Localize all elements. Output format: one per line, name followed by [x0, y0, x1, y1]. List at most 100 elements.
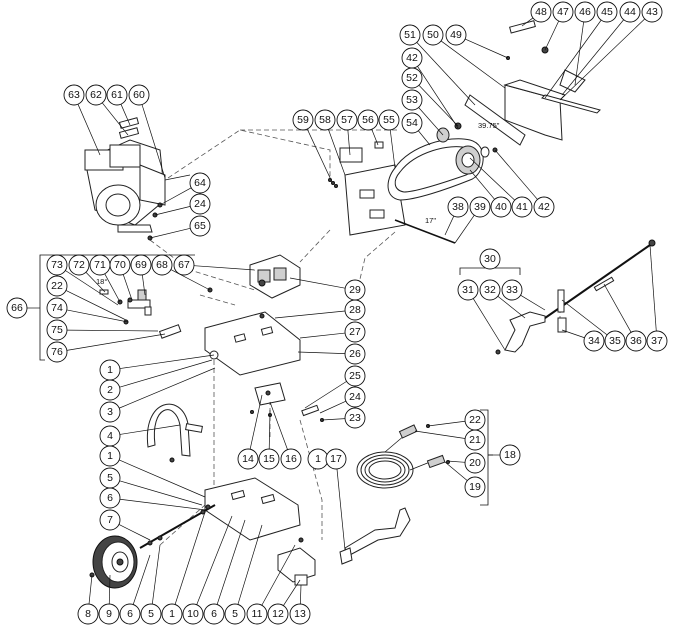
- callout-leader-34: [561, 329, 585, 339]
- callout-number: 31: [462, 284, 474, 296]
- callout-number: 32: [484, 284, 496, 296]
- callout-leader-35: [561, 299, 608, 336]
- callout-circle: [130, 254, 152, 276]
- callout-number: 55: [383, 114, 395, 126]
- callout-22: 22: [46, 275, 68, 297]
- callout-number: 72: [73, 259, 85, 271]
- callout-leader-26: [297, 351, 346, 354]
- callout-circle: [469, 196, 491, 218]
- hose-coil: [356, 424, 450, 489]
- callout-number: 22: [469, 414, 481, 426]
- callout-number: 44: [624, 6, 636, 18]
- callout-leader-71: [104, 273, 121, 303]
- callout-circle: [619, 1, 641, 23]
- callout-59: 59: [292, 109, 314, 131]
- callout-leader-17: [336, 468, 346, 551]
- callout-63: 63: [63, 84, 85, 106]
- callout-leader-7: [118, 524, 151, 541]
- callout-10: 10: [182, 603, 204, 625]
- callout-17: 17: [325, 448, 347, 470]
- callout-leader-37: [649, 244, 657, 332]
- callout-leader-51: [416, 42, 476, 106]
- callout-circle: [106, 84, 128, 106]
- callout-number: 43: [646, 6, 658, 18]
- callout-circle: [344, 321, 366, 343]
- callout-number: 4: [107, 430, 113, 442]
- callout-leader-52: [418, 84, 459, 127]
- callout-number: 65: [194, 220, 206, 232]
- callout-leader-56: [371, 129, 379, 146]
- callout-circle: [399, 24, 421, 46]
- callout-leader-6: [132, 554, 151, 605]
- callout-leader-3: [119, 367, 216, 409]
- callout-leader-69: [141, 274, 146, 296]
- callout-number: 42: [406, 52, 418, 64]
- callout-circle: [289, 603, 311, 625]
- callout-circle: [99, 487, 121, 509]
- callout-number: 3: [107, 406, 113, 418]
- callout-number: 53: [406, 94, 418, 106]
- callout-number: 21: [469, 434, 481, 446]
- callout-circle: [625, 330, 647, 352]
- callout-circle: [99, 401, 121, 423]
- callout-32: 32: [479, 279, 501, 301]
- callout-number: 57: [341, 114, 353, 126]
- callout-number: 7: [107, 514, 113, 526]
- belt-length-label: 39.75": [478, 121, 500, 130]
- pump: [249, 254, 301, 299]
- callout-leader-59: [306, 128, 333, 183]
- callout-30: 30: [479, 248, 501, 270]
- callout-number: 14: [242, 453, 254, 465]
- callout-circle: [533, 196, 555, 218]
- callout-number: 1: [107, 364, 113, 376]
- callout-number: 26: [349, 348, 361, 360]
- callout-11: 11: [246, 603, 268, 625]
- callout-circle: [246, 603, 268, 625]
- callout-circle: [401, 112, 423, 134]
- callout-leader-6: [216, 519, 246, 605]
- callout-circle: [422, 24, 444, 46]
- callout-37: 37: [646, 330, 668, 352]
- callout-circle: [140, 603, 162, 625]
- callout-47: 47: [552, 1, 574, 23]
- callout-circle: [401, 89, 423, 111]
- callout-leader-38: [444, 215, 455, 236]
- callout-circle: [344, 279, 366, 301]
- callout-number: 50: [427, 29, 439, 41]
- callout-circle: [501, 279, 523, 301]
- callout-circle: [99, 509, 121, 531]
- callout-leader-32: [497, 295, 526, 319]
- belt-guard-cover: [464, 20, 601, 146]
- callout-18: 18: [499, 444, 521, 466]
- callout-5: 5: [99, 467, 121, 489]
- callout-4: 4: [99, 425, 121, 447]
- callout-leader-36: [603, 283, 632, 333]
- callout-number: 60: [133, 89, 145, 101]
- callout-number: 49: [450, 29, 462, 41]
- callout-15: 15: [258, 448, 280, 470]
- callout-number: 42: [538, 201, 550, 213]
- callout-circle: [6, 297, 28, 319]
- callout-circle: [85, 84, 107, 106]
- callout-14: 14: [237, 448, 259, 470]
- callout-7: 7: [99, 509, 121, 531]
- pump-mount-plate: [204, 311, 301, 376]
- callout-60: 60: [128, 84, 150, 106]
- callout-24: 24: [344, 386, 366, 408]
- callout-52: 52: [401, 67, 423, 89]
- callout-number: 66: [11, 302, 23, 314]
- wheel: [89, 535, 138, 589]
- callout-leader-42: [417, 66, 459, 129]
- callout-circle: [344, 407, 366, 429]
- callout-67: 67: [173, 254, 195, 276]
- callout-20: 20: [464, 452, 486, 474]
- callout-circle: [479, 248, 501, 270]
- callout-leader-72: [85, 271, 106, 293]
- callout-number: 1: [107, 450, 113, 462]
- callout-circle: [68, 254, 90, 276]
- frame: [204, 477, 301, 541]
- callout-68: 68: [151, 254, 173, 276]
- callout-3: 3: [99, 401, 121, 423]
- callout-number: 39: [474, 201, 486, 213]
- handle: [146, 403, 203, 463]
